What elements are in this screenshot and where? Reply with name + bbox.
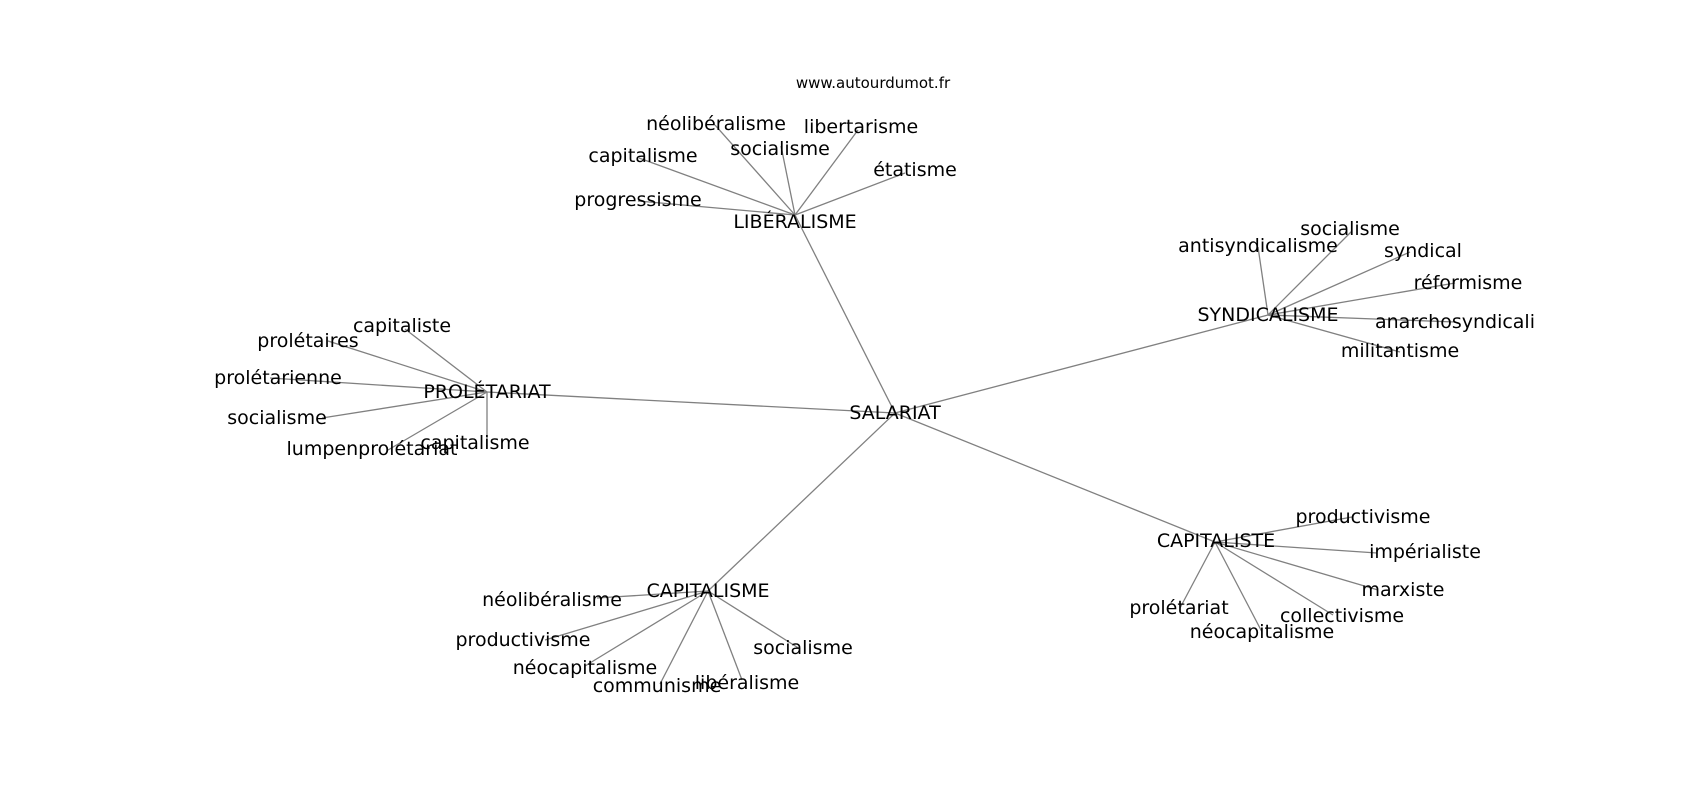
edge-syndicalisme-leaf-4 xyxy=(1267,314,1456,323)
edge-liberalisme-leaf-0 xyxy=(714,124,796,216)
leaf-node-syndicalisme-2[interactable]: syndical xyxy=(1384,240,1462,262)
leaf-node-liberalisme-3[interactable]: capitalisme xyxy=(588,145,697,167)
edge-capitalisme-leaf-2 xyxy=(584,590,709,667)
leaf-node-liberalisme-1[interactable]: libertarisme xyxy=(804,116,918,138)
edge-liberalisme-leaf-3 xyxy=(638,157,796,216)
leaf-node-capitalisme-5[interactable]: socialisme xyxy=(753,637,853,659)
leaf-node-liberalisme-2[interactable]: socialisme xyxy=(730,138,830,160)
edge-capitalisme-leaf-3 xyxy=(659,590,709,685)
leaf-node-proletariat-3[interactable]: socialisme xyxy=(227,407,327,429)
edge-capitalisme-leaf-5 xyxy=(707,590,801,650)
leaf-node-syndicalisme-0[interactable]: socialisme xyxy=(1300,218,1400,240)
leaf-node-capitaliste-3[interactable]: collectivisme xyxy=(1280,605,1404,627)
edge-proletariat-leaf-2 xyxy=(269,377,488,393)
edge-capitaliste-leaf-1 xyxy=(1214,541,1378,554)
edge-capitaliste-leaf-3 xyxy=(1214,541,1334,616)
leaf-node-liberalisme-5[interactable]: progressisme xyxy=(574,189,701,211)
leaf-node-syndicalisme-4[interactable]: anarchosyndicali xyxy=(1375,311,1535,333)
edge-proletariat-leaf-0 xyxy=(404,328,488,393)
leaf-node-liberalisme-0[interactable]: néolibéralisme xyxy=(646,113,786,135)
edge-syndicalisme-leaf-5 xyxy=(1267,314,1401,353)
edge-liberalisme-leaf-5 xyxy=(637,200,796,216)
leaf-node-syndicalisme-3[interactable]: réformisme xyxy=(1414,272,1523,294)
leaf-node-capitaliste-1[interactable]: impérialiste xyxy=(1369,541,1481,563)
edge-salariat-proletariat xyxy=(486,391,896,414)
labels-layer: SALARIAT LIBÉRALISME néolibéralisme liberta… xyxy=(214,113,1535,697)
leaf-node-syndicalisme-5[interactable]: militantisme xyxy=(1341,340,1459,362)
leaf-node-proletariat-5[interactable]: capitalisme xyxy=(420,432,529,454)
leaf-node-syndicalisme-1[interactable]: antisyndicalisme xyxy=(1178,235,1338,257)
leaf-node-proletariat-1[interactable]: prolétaires xyxy=(257,330,358,352)
leaf-node-capitalisme-1[interactable]: productivisme xyxy=(456,629,591,651)
leaf-node-capitaliste-0[interactable]: productivisme xyxy=(1296,506,1431,528)
edge-capitaliste-leaf-2 xyxy=(1214,541,1379,591)
edge-capitaliste-leaf-4 xyxy=(1214,541,1263,633)
edge-liberalisme-leaf-1 xyxy=(794,129,859,216)
leaf-node-capitalisme-2[interactable]: néocapitalisme xyxy=(513,657,658,679)
leaf-node-capitalisme-3[interactable]: communisme xyxy=(593,675,722,697)
edge-syndicalisme-leaf-2 xyxy=(1267,251,1411,316)
leaf-node-capitaliste-2[interactable]: marxiste xyxy=(1361,579,1444,601)
center-node-label[interactable]: SALARIAT xyxy=(849,402,941,424)
edge-proletariat-leaf-4 xyxy=(387,391,488,451)
edge-syndicalisme-leaf-1 xyxy=(1257,246,1269,316)
edge-salariat-syndicalisme xyxy=(894,314,1269,414)
edge-liberalisme-leaf-2 xyxy=(780,145,796,216)
hub-node-capitaliste[interactable]: CAPITALISTE xyxy=(1157,530,1275,552)
edge-proletariat-leaf-3 xyxy=(321,391,488,419)
edge-capitaliste-leaf-0 xyxy=(1214,516,1353,543)
hub-node-syndicalisme[interactable]: SYNDICALISME xyxy=(1197,304,1338,326)
hub-node-proletariat[interactable]: PROLÉTARIAT xyxy=(423,380,551,403)
leaf-node-capitaliste-5[interactable]: prolétariat xyxy=(1129,597,1228,619)
leaf-node-proletariat-4[interactable]: lumpenprolétariat xyxy=(287,438,458,460)
edge-syndicalisme-leaf-3 xyxy=(1267,282,1456,316)
site-credit[interactable]: www.autourdumot.fr xyxy=(796,74,951,92)
edge-capitaliste-leaf-5 xyxy=(1179,541,1216,609)
leaf-node-capitalisme-0[interactable]: néolibéralisme xyxy=(482,589,622,611)
leaf-node-proletariat-2[interactable]: prolétarienne xyxy=(214,367,342,389)
hub-node-capitalisme[interactable]: CAPITALISME xyxy=(646,580,769,602)
edge-capitalisme-leaf-1 xyxy=(544,590,709,641)
edge-salariat-liberalisme xyxy=(794,214,896,414)
edge-capitalisme-leaf-0 xyxy=(596,590,709,599)
edge-salariat-capitalisme xyxy=(707,412,896,592)
edges-layer xyxy=(269,124,1456,685)
edge-liberalisme-leaf-4 xyxy=(794,172,906,216)
leaf-node-proletariat-0[interactable]: capitaliste xyxy=(353,315,451,337)
hub-node-liberalisme[interactable]: LIBÉRALISME xyxy=(733,210,856,233)
edge-salariat-capitaliste xyxy=(894,412,1216,543)
edge-capitalisme-leaf-4 xyxy=(707,590,743,681)
edge-proletariat-leaf-1 xyxy=(327,340,488,393)
leaf-node-capitaliste-4[interactable]: néocapitalisme xyxy=(1190,621,1335,643)
leaf-node-capitalisme-4[interactable]: libéralisme xyxy=(695,672,799,694)
leaf-node-liberalisme-4[interactable]: étatisme xyxy=(873,159,957,181)
edge-syndicalisme-leaf-0 xyxy=(1267,230,1353,316)
